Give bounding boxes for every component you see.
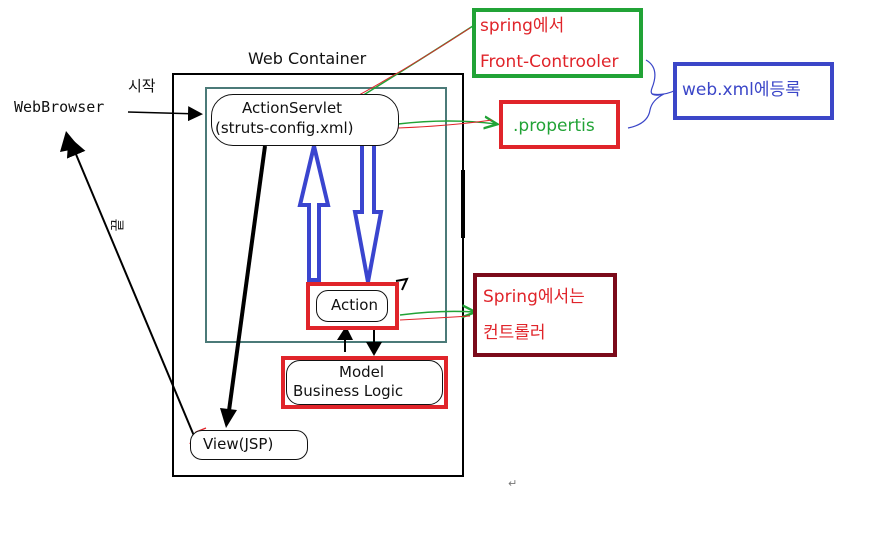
front-controller-line2: Front-Controoler — [480, 52, 619, 72]
struts-config-label: (struts-config.xml) — [215, 119, 354, 137]
view-to-browser-arrowhead — [60, 131, 80, 152]
action-servlet-label: ActionServlet — [242, 99, 343, 117]
action-node: Action — [316, 290, 388, 322]
model-highlight-box — [281, 356, 448, 409]
controller-line1: Spring에서는 — [483, 287, 585, 307]
properties-link-red — [397, 119, 493, 129]
model-to-action-arrowhead — [337, 326, 353, 340]
properties-label: .propertis — [513, 116, 595, 136]
action-to-model-arrowhead — [366, 342, 382, 356]
properties-annotation: .propertis — [499, 100, 620, 149]
front-controller-annotation: spring에서 Front-Controoler — [472, 8, 643, 78]
controller-annotation: Spring에서는 컨트롤러 — [473, 273, 617, 357]
model-label: Model — [339, 363, 385, 381]
business-logic-label: Business Logic — [293, 382, 404, 400]
view-jsp-label: View(JSP) — [203, 435, 274, 453]
front-controller-line1: spring에서 — [480, 16, 565, 36]
end-label: 끝 — [110, 218, 127, 232]
web-container-label: Web Container — [248, 49, 367, 68]
start-label: 시작 — [128, 77, 156, 95]
view-to-browser-arrow — [66, 136, 198, 444]
web-container-frame — [172, 73, 464, 477]
model-node: Model Business Logic — [286, 360, 443, 405]
web-xml-label: web.xml에등록 — [682, 80, 801, 100]
return-mark: ↵ — [508, 477, 518, 490]
action-highlight-box — [306, 282, 399, 330]
controller-link-red — [399, 315, 471, 321]
view-jsp-node: View(JSP) — [190, 430, 308, 460]
web-xml-annotation: web.xml에등록 — [673, 62, 834, 120]
servlet-to-action-arrow — [352, 140, 384, 283]
front-controller-link-red — [349, 27, 471, 101]
action-to-servlet-arrow — [297, 145, 331, 282]
controller-link — [399, 311, 474, 315]
action-side-arrow — [395, 277, 409, 291]
browser-to-servlet-arrow — [127, 106, 203, 122]
controller-layer-frame — [205, 87, 447, 343]
web-browser-label: WebBrowser — [14, 98, 105, 116]
action-servlet-node: ActionServlet (struts-config.xml) — [211, 94, 399, 146]
controller-line2: 컨트롤러 — [483, 323, 546, 343]
servlet-to-view-arrow — [226, 145, 267, 419]
servlet-to-view-arrowhead — [220, 408, 237, 428]
properties-link — [397, 121, 496, 124]
action-label: Action — [331, 296, 378, 314]
